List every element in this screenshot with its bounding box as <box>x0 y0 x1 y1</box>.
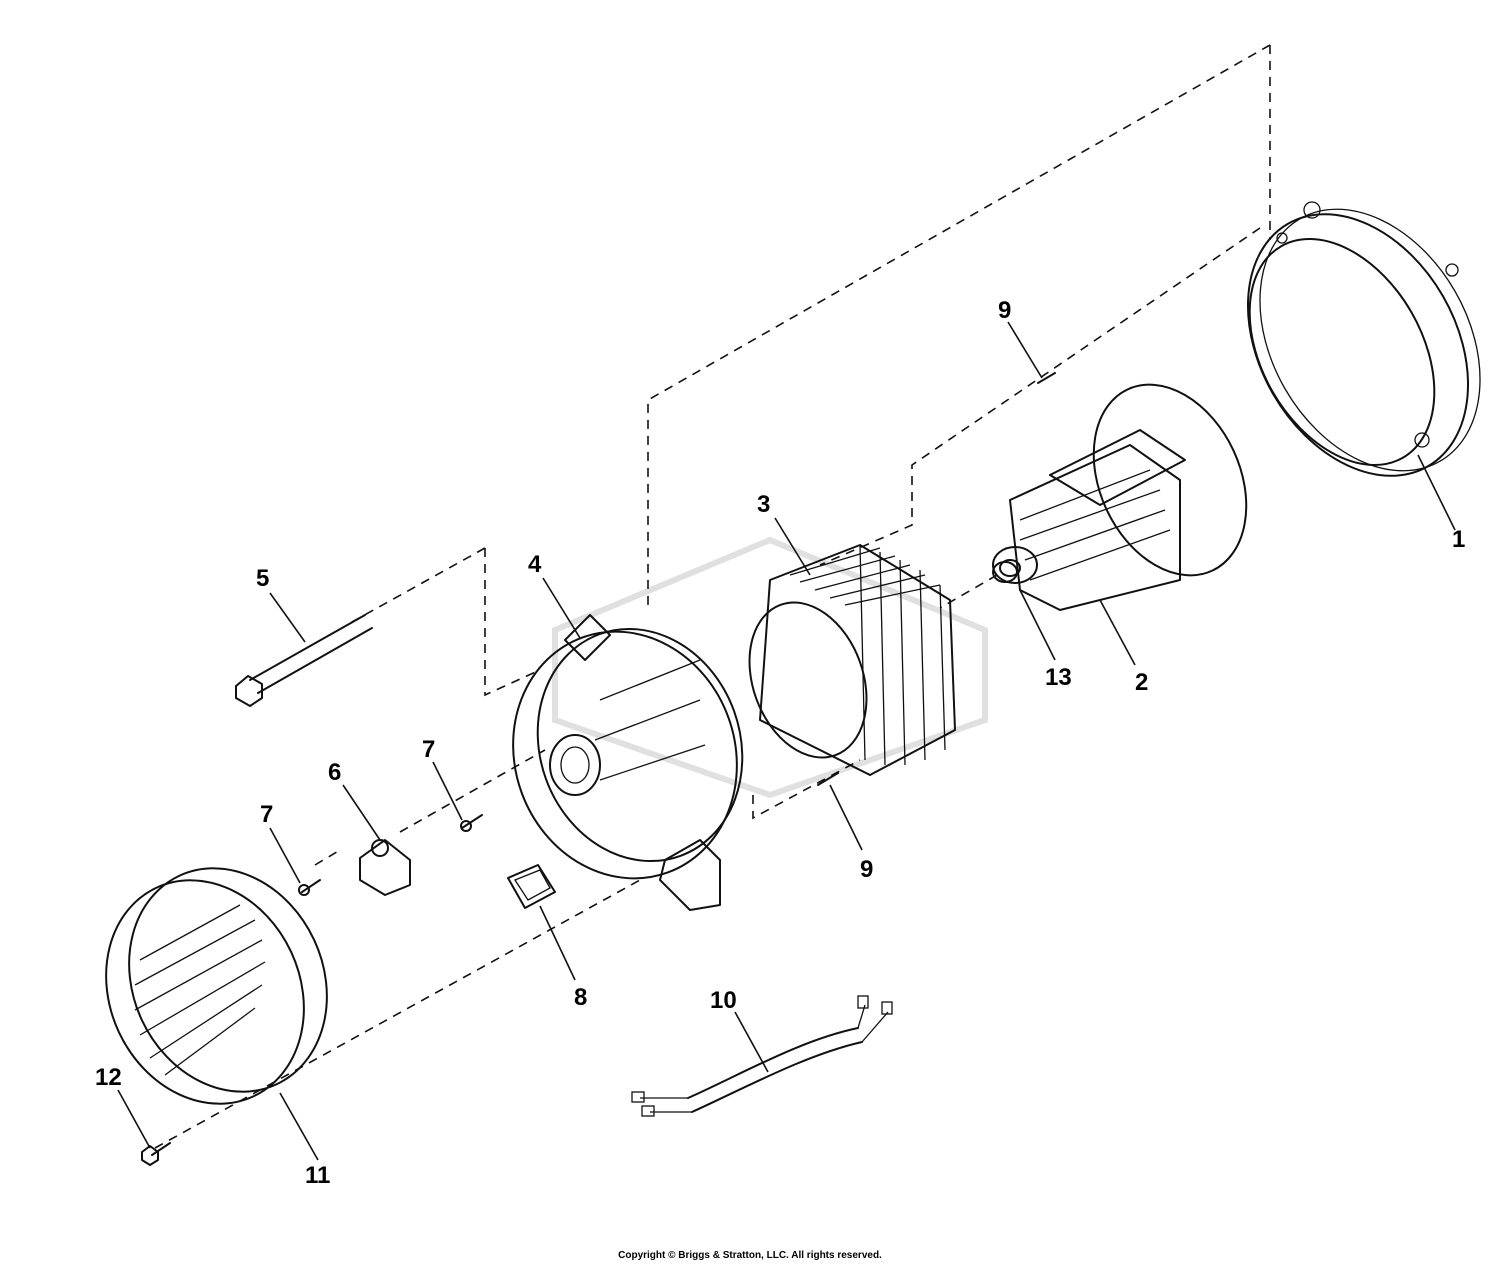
callout-8: 8 <box>574 984 587 1011</box>
part-2-rotor <box>992 383 1248 611</box>
part-11-end-cover <box>105 867 328 1105</box>
callout-6: 6 <box>328 759 341 786</box>
part-13-bearing <box>992 561 1018 583</box>
leader-lines <box>117 321 1456 1161</box>
callout-9b: 9 <box>860 856 873 883</box>
callout-7a: 7 <box>422 736 435 763</box>
copyright-notice: Copyright © Briggs & Stratton, LLC. All … <box>618 1250 882 1261</box>
callout-7b: 7 <box>260 801 273 828</box>
part-1-rear-housing <box>1246 201 1481 477</box>
callout-9a: 9 <box>998 297 1011 324</box>
callout-10: 10 <box>710 987 737 1014</box>
part-7-screws <box>298 814 483 896</box>
part-9-dowel-pins <box>817 372 1056 786</box>
alignment-lines <box>154 44 1271 1149</box>
part-10-wire-harness <box>631 995 893 1117</box>
part-6-brush-holder <box>359 839 411 896</box>
part-8-rectifier <box>507 864 556 909</box>
callout-labels: 1 2 3 4 5 6 7 7 8 9 9 10 11 12 13 <box>95 297 1465 1189</box>
callout-11: 11 <box>305 1162 330 1189</box>
callout-12: 12 <box>95 1064 122 1091</box>
part-3-stator <box>748 544 956 776</box>
part-12-cover-screw <box>141 1142 171 1166</box>
part-4-front-housing <box>512 614 744 911</box>
callout-5: 5 <box>256 565 269 592</box>
callout-1: 1 <box>1452 526 1465 553</box>
callout-2: 2 <box>1135 669 1148 696</box>
part-5-through-bolt <box>235 614 373 707</box>
callout-3: 3 <box>757 491 770 518</box>
callout-4: 4 <box>528 551 542 578</box>
watermark-logo <box>552 536 988 799</box>
callout-13: 13 <box>1045 664 1072 691</box>
